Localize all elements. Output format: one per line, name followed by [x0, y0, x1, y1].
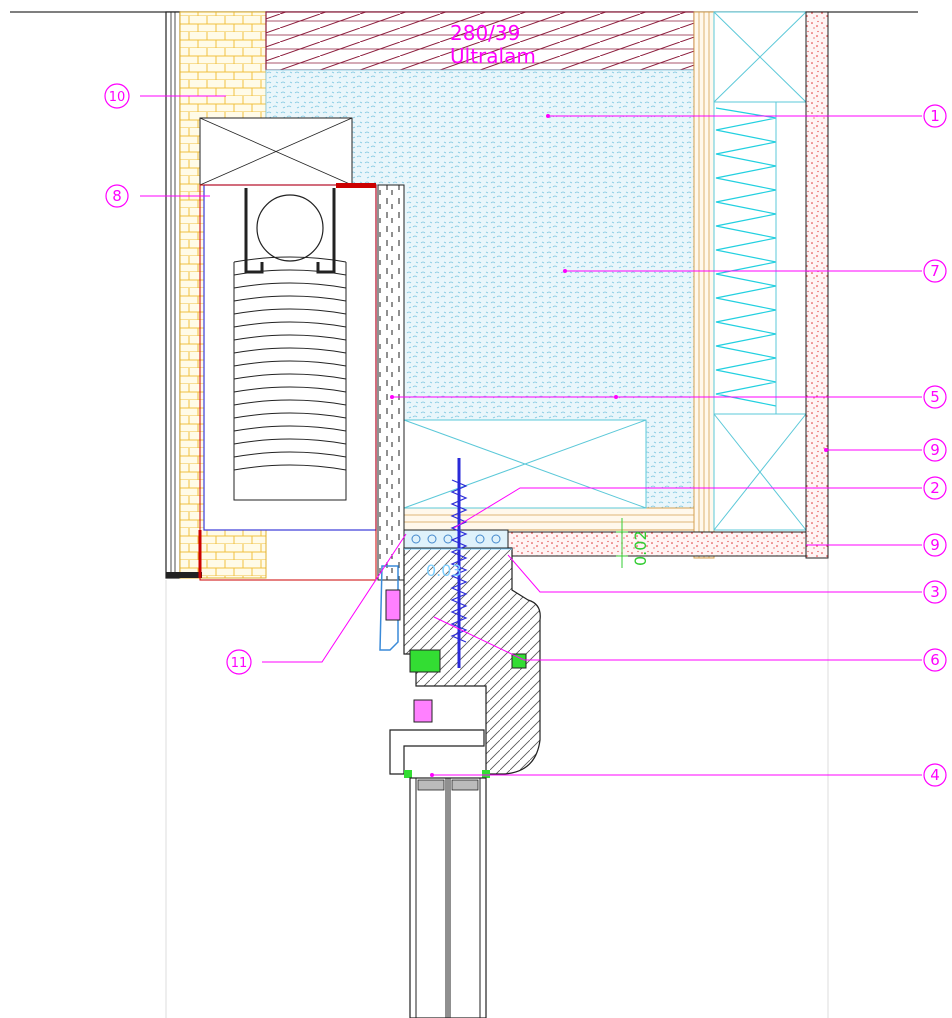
svg-text:1: 1 [930, 107, 940, 125]
svg-text:5: 5 [930, 388, 940, 406]
perforated-board [377, 184, 405, 581]
callouts-right: 1 7 5 9 2 9 3 6 4 [923, 104, 947, 787]
callout-1: 1 [923, 104, 947, 128]
svg-text:11: 11 [231, 656, 248, 671]
callouts-left: 10 8 11 [104, 83, 252, 675]
beam-size-label: 280/39 [450, 21, 520, 45]
roller-shutter-box [199, 183, 405, 581]
svg-text:6: 6 [930, 651, 940, 669]
dimension-vertical: 0.02 [616, 518, 650, 568]
svg-text:8: 8 [112, 187, 122, 205]
right-wall [693, 11, 829, 559]
plaster-layer [805, 11, 829, 559]
callout-3: 3 [923, 580, 947, 604]
glazing-unit [409, 777, 487, 1018]
beam-material-label: Ultralam [450, 44, 536, 68]
callout-4: 4 [923, 763, 947, 787]
svg-text:10: 10 [109, 90, 126, 105]
svg-text:3: 3 [930, 583, 940, 601]
svg-text:9: 9 [930, 441, 940, 459]
leader-lines [140, 95, 922, 776]
callout-8: 8 [105, 184, 129, 208]
svg-text:9: 9 [930, 536, 940, 554]
dimension-vertical-value: 0.02 [631, 530, 650, 566]
reveal-plaster [507, 531, 807, 557]
svg-text:4: 4 [930, 766, 940, 784]
batten-lower [403, 419, 647, 509]
zigzag-insulation [715, 107, 777, 407]
ultralam-beam: 280/39 Ultralam [265, 11, 695, 71]
callout-7: 7 [923, 259, 947, 283]
callout-11: 11 [226, 649, 252, 675]
callout-6: 6 [923, 648, 947, 672]
svg-text:2: 2 [930, 479, 940, 497]
leader-dots [390, 114, 828, 777]
svg-text:7: 7 [930, 262, 940, 280]
shutter-slats [233, 256, 347, 501]
callout-9a: 9 [923, 438, 947, 462]
window-frame [379, 529, 541, 778]
dimension-horizontal-value: 0.03 [426, 561, 462, 580]
callout-2: 2 [923, 476, 947, 500]
dimension-horizontal: 0.03 [404, 548, 512, 580]
callout-5: 5 [923, 385, 947, 409]
batten-upper [199, 117, 353, 186]
shutter-shaft [256, 194, 324, 262]
callout-10: 10 [104, 83, 130, 109]
fixing-screw [450, 458, 468, 668]
reveal-board [403, 507, 695, 531]
callout-9b: 9 [923, 533, 947, 557]
